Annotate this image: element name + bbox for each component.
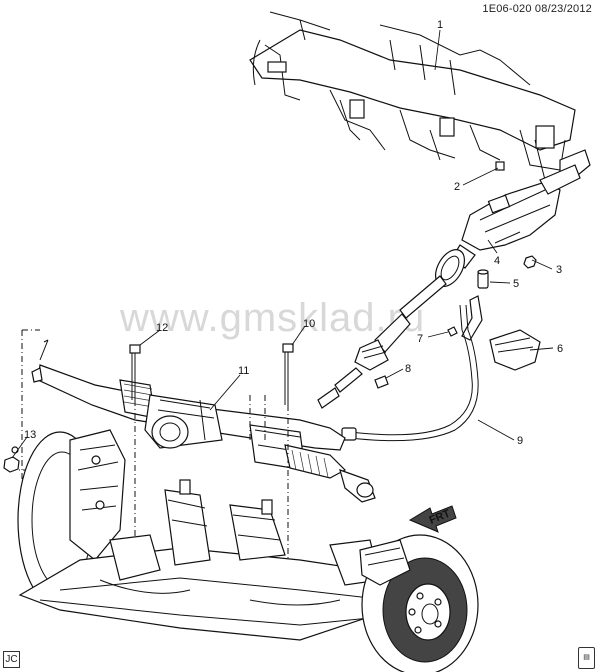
small-fasteners [374,161,537,389]
cross-car-beam [249,11,576,186]
callout-3: 3 [556,264,562,276]
callout-labels: 1 2 3 4 5 6 7 8 9 10 11 12 13 [24,19,563,447]
callout-6: 6 [557,343,563,355]
gear-mounting-bolts [129,343,294,405]
callout-11: 11 [238,365,249,377]
callout-5: 5 [513,278,519,290]
front-direction-arrow [408,505,457,533]
diagram-code-date: 1E06-020 08/23/2012 [482,3,592,15]
callout-10: 10 [303,318,315,330]
callout-9: 9 [517,435,523,447]
callout-1: 1 [437,19,443,31]
callout-12: 12 [156,322,168,334]
callout-8: 8 [405,363,411,375]
steering-gear [31,339,376,503]
front-cradle [18,479,422,641]
leader-lines [11,29,554,459]
callout-13: 13 [24,429,36,441]
right-brake-disc [359,534,479,672]
steering-column [451,149,591,269]
jc-badge: JC [3,651,20,668]
intermediate-shaft [317,249,466,409]
wiring-harness [341,304,479,442]
tie-rod-nut [3,456,20,473]
callout-4: 4 [494,255,500,267]
callout-7: 7 [417,333,423,345]
callout-2: 2 [454,181,460,193]
module-bracket [461,295,541,371]
document-icon: ▤ [578,647,595,669]
